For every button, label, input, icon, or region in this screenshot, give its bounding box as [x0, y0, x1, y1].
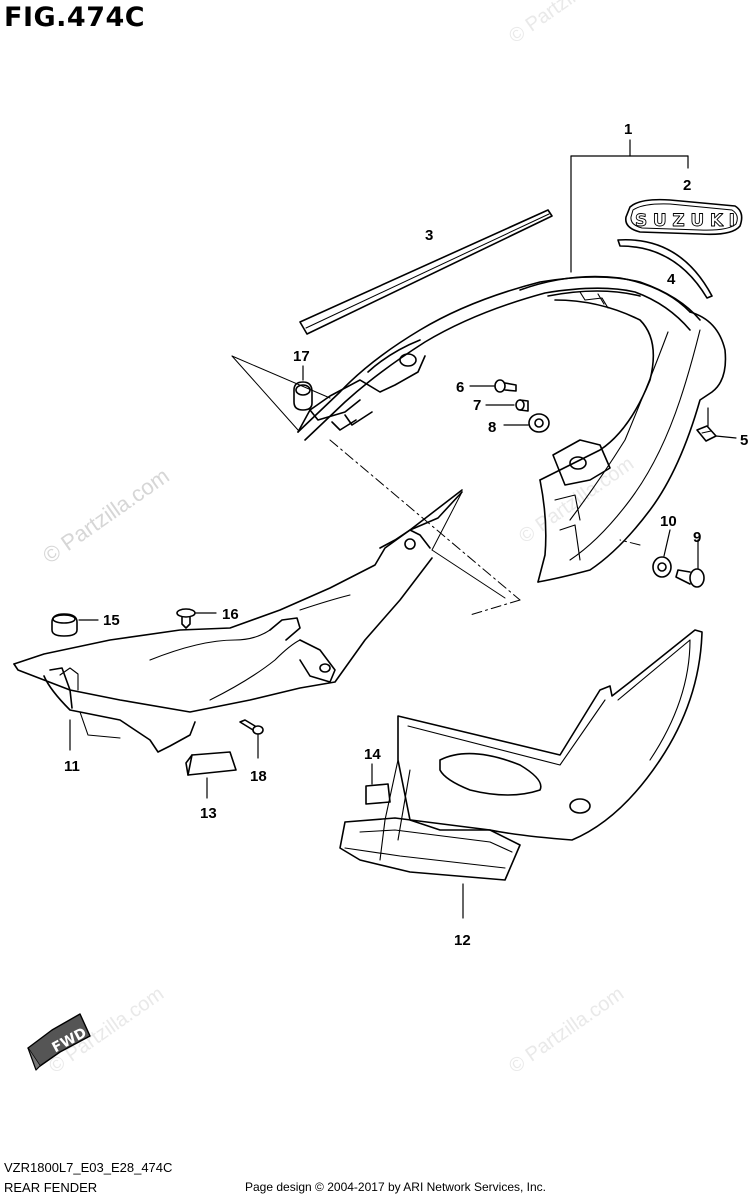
- callout-5: 5: [740, 432, 748, 449]
- footer-section: REAR FENDER: [4, 1180, 98, 1195]
- alignment-lines: [329, 439, 641, 616]
- callout-10: 10: [660, 513, 677, 530]
- callout-8: 8: [488, 419, 496, 436]
- callout-13: 13: [200, 805, 217, 822]
- part-10-rubber-mount: [652, 529, 672, 578]
- part-8-grommet: [503, 413, 550, 433]
- callout-2: 2: [683, 177, 691, 194]
- part-11-fender-bracket: [13, 489, 463, 753]
- callout-1: 1: [624, 121, 632, 138]
- part-4-curved-strip: [617, 238, 713, 299]
- callout-9: 9: [693, 529, 701, 546]
- part-14-pad: [365, 763, 391, 805]
- part-13-pad: [185, 751, 237, 799]
- part-17-cushion: [293, 365, 313, 411]
- callout-3: 3: [425, 227, 433, 244]
- callout-15: 15: [103, 612, 120, 629]
- callout-14: 14: [364, 746, 381, 763]
- part-2-suzuki-decal: SUZUKI: [624, 198, 743, 236]
- guide-lines: [231, 355, 506, 599]
- part-9-bolt: [675, 539, 705, 588]
- callout-16: 16: [222, 606, 239, 623]
- part-15-cap: [51, 613, 99, 637]
- part-18-screw: [239, 719, 264, 759]
- part-6-screw: [469, 379, 517, 393]
- callout-11: 11: [64, 758, 80, 775]
- footer-model-code: VZR1800L7_E03_E28_474C: [4, 1160, 173, 1175]
- part-3-trim-strip: [299, 209, 553, 335]
- callout-numbers: 1 2 3 4 5 6 7 8 9 10 11 12 13 14 15 16 1…: [64, 121, 748, 949]
- part-12-side-cover: [339, 629, 703, 919]
- callout-12: 12: [454, 932, 471, 949]
- callout-bracket-1: [570, 139, 689, 273]
- part-16-push-rivet: [176, 608, 217, 629]
- part-5-clip: [696, 407, 737, 442]
- callout-17: 17: [293, 348, 310, 365]
- fwd-arrow: FWD: [27, 1013, 91, 1071]
- part-7-collar: [485, 399, 529, 412]
- part-1-rear-cowl: [297, 275, 727, 583]
- footer-copyright: Page design © 2004-2017 by ARI Network S…: [245, 1180, 547, 1194]
- callout-4: 4: [667, 271, 676, 288]
- callout-18: 18: [250, 768, 267, 785]
- callout-7: 7: [473, 397, 481, 414]
- figure-title: FIG.474C: [4, 2, 146, 33]
- callout-6: 6: [456, 379, 464, 396]
